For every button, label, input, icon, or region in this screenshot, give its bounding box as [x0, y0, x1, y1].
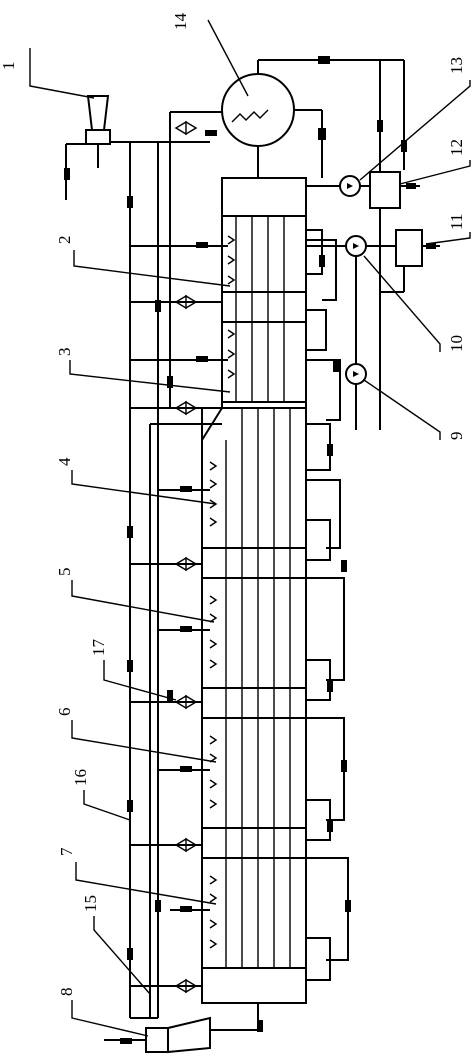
label-16: 16	[71, 769, 90, 786]
label-14: 14	[171, 13, 190, 31]
label-7: 7	[57, 847, 76, 856]
label-8: 8	[57, 988, 76, 997]
label-6: 6	[55, 708, 74, 717]
supply-headers	[110, 111, 230, 1019]
unit-8	[104, 1016, 211, 1054]
label-13: 13	[447, 57, 466, 74]
leader-lines	[29, 19, 471, 1037]
label-5: 5	[55, 568, 74, 577]
right-equipment	[306, 60, 440, 430]
label-1: 1	[0, 62, 18, 71]
label-10: 10	[447, 335, 466, 352]
label-2: 2	[55, 236, 74, 245]
label-12: 12	[447, 139, 466, 156]
label-17: 17	[89, 639, 108, 657]
separator-14	[221, 56, 404, 178]
unit-1	[65, 95, 111, 200]
label-4: 4	[55, 457, 74, 466]
label-11: 11	[447, 214, 466, 230]
main-vessel	[201, 177, 307, 1004]
label-9: 9	[447, 432, 466, 441]
label-15: 15	[81, 895, 100, 912]
figure-labels: 1 2 3 4 5 6 7 8 9 10 11 12 13 14 15 16 1…	[0, 13, 466, 997]
nozzle-clusters	[209, 235, 236, 949]
return-loops	[210, 229, 351, 1031]
valves	[174, 120, 198, 994]
label-3: 3	[55, 348, 74, 357]
